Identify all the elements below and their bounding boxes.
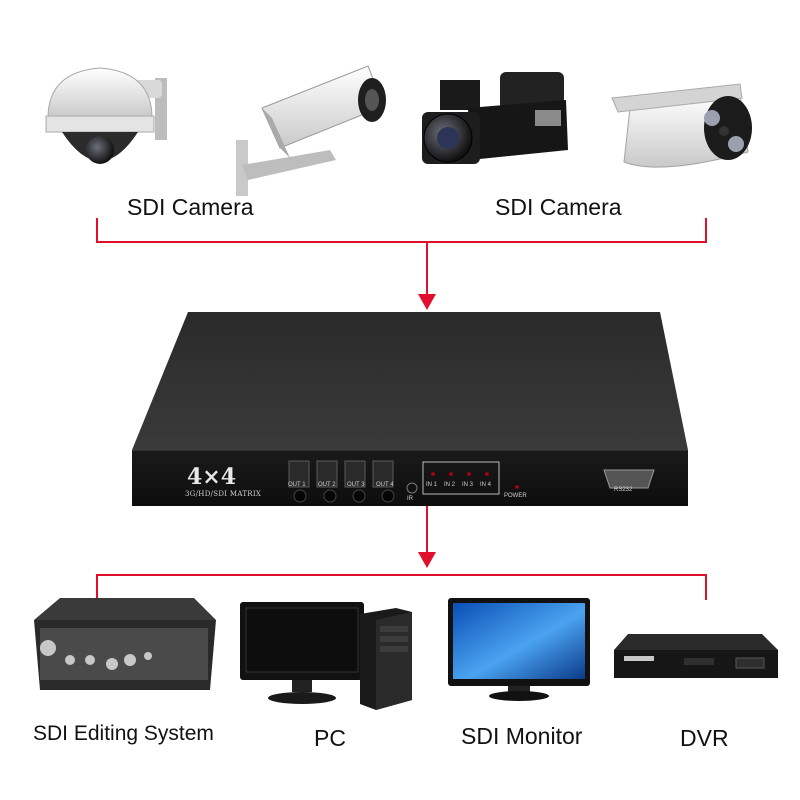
output-label-dvr: DVR (680, 725, 729, 751)
output-label-monitor: SDI Monitor (461, 723, 583, 749)
down-arrow-icon (418, 552, 436, 568)
output-labels: OUT 1 OUT 2 OUT 3 OUT 4 (288, 482, 408, 492)
down-arrow-icon (418, 294, 436, 310)
ir-label: IR (407, 496, 413, 502)
in-label: IN 2 (444, 482, 456, 488)
in-label: IN 4 (480, 482, 492, 488)
input-connector (96, 218, 707, 296)
output-displays (288, 460, 394, 488)
input-labels: IN 1 IN 2 IN 3 IN 4 (424, 482, 500, 492)
power-label: POWER (504, 493, 527, 499)
matrix-model-label: 4×4 (187, 464, 237, 490)
out-label: OUT 4 (376, 482, 394, 488)
output-label-editing-system: SDI Editing System (33, 722, 214, 745)
pc-icon (240, 602, 412, 710)
dome-camera-icon (45, 67, 167, 164)
sdi-matrix-device (132, 312, 688, 506)
editing-system-icon (34, 598, 216, 690)
in-label: IN 1 (426, 482, 438, 488)
camcorder-icon (422, 72, 568, 164)
dvr-icon (614, 634, 778, 678)
input-label-right: SDI Camera (495, 194, 622, 220)
rs232-port (603, 469, 655, 489)
output-label-pc: PC (314, 725, 346, 751)
bullet-camera-icon (611, 83, 752, 168)
box-camera-icon (236, 65, 386, 196)
out-label: OUT 1 (288, 482, 306, 488)
ir-sensor (406, 482, 418, 494)
out-label: OUT 2 (318, 482, 336, 488)
input-label-left: SDI Camera (127, 194, 254, 220)
monitor-icon (448, 598, 590, 701)
in-label: IN 3 (462, 482, 474, 488)
matrix-subtitle: 3G/HD/SDI MATRIX (185, 490, 262, 498)
output-connector (96, 506, 707, 600)
out-label: OUT 3 (347, 482, 365, 488)
input-panel (422, 461, 500, 495)
output-buttons (293, 489, 395, 503)
rs232-label: RS232 (614, 487, 633, 493)
